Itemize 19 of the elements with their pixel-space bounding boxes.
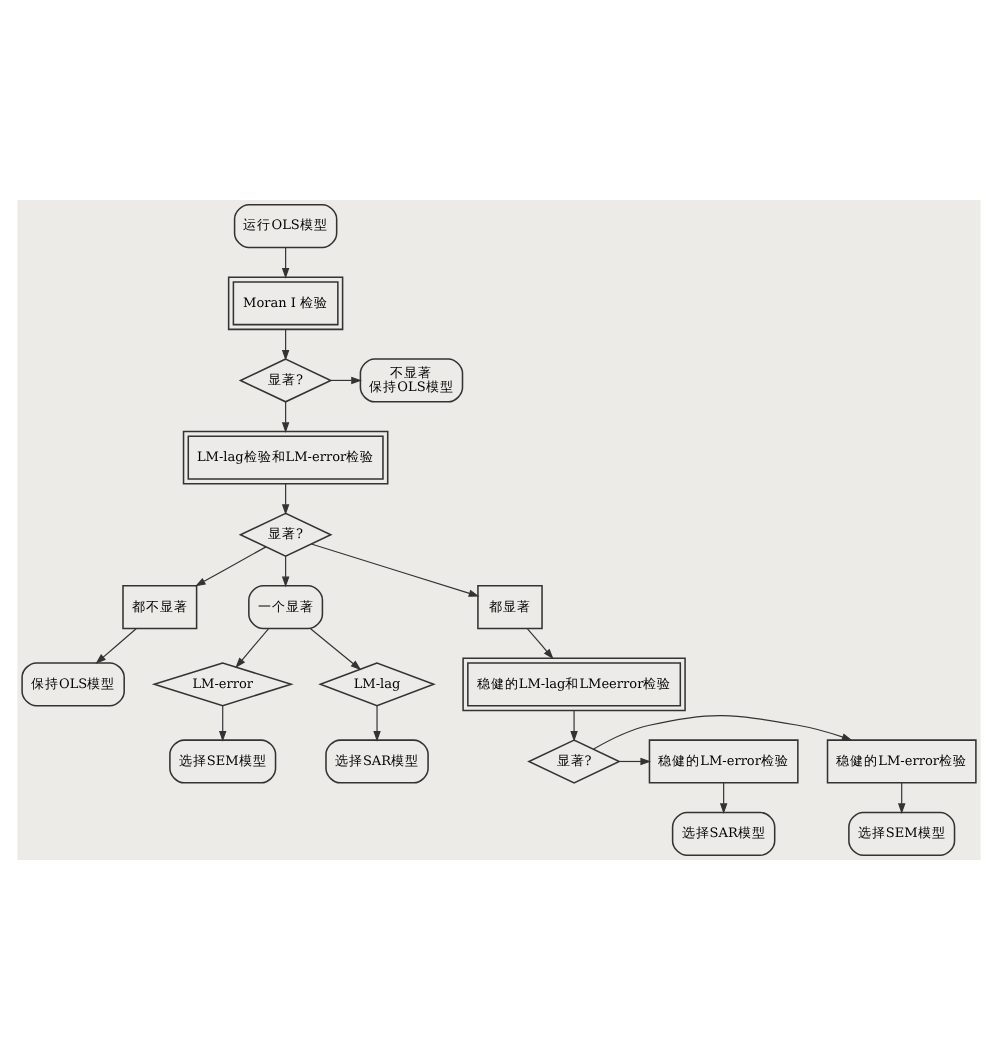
arrow [95,627,137,663]
arrow [235,627,270,668]
arrow [310,542,480,596]
arrow [719,781,728,814]
arrow [619,756,652,765]
arrow [310,627,362,670]
arrow [281,328,290,360]
arrow [281,482,290,515]
arrow [281,554,290,587]
arrow [281,400,290,432]
arrow [218,704,227,741]
arrow [897,781,906,814]
arrow [194,545,267,586]
arrow [330,375,362,384]
arrow [593,714,853,749]
arrow [526,627,554,659]
arrow [373,704,381,741]
arrow [570,709,578,741]
arrow [281,246,290,278]
